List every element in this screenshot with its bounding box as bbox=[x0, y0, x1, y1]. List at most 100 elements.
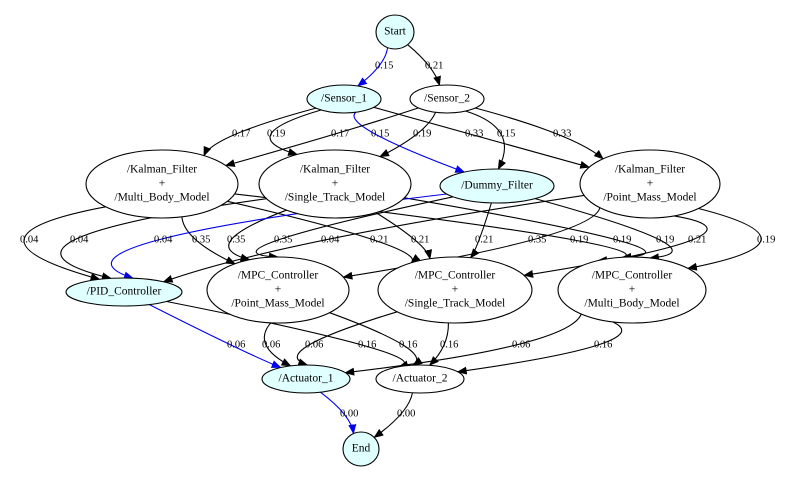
edge-mpc_pm-to-act_2 bbox=[329, 312, 423, 366]
node-label-kf-st-line-0: /Kalman_Filter bbox=[300, 164, 370, 176]
edge-label-mpc_st-to-act_2: 0.16 bbox=[440, 339, 458, 350]
edge-sensor_1-to-kf_pm bbox=[373, 106, 591, 169]
edge-pid-to-act_1 bbox=[149, 304, 282, 369]
edge-dummy-to-mpc_pm bbox=[255, 196, 454, 261]
edge-act_2-to-end bbox=[373, 392, 414, 438]
node-label-act-2-line-0: /Actuator_2 bbox=[393, 373, 448, 385]
node-label-pid-line-0: /PID_Controller bbox=[87, 286, 162, 298]
edge-label-kf_pm-to-pid: 0.04 bbox=[321, 234, 340, 245]
edge-label-kf_mb-to-mpc_pm: 0.35 bbox=[192, 234, 210, 245]
edge-label-start-to-sensor_2: 0.21 bbox=[425, 60, 443, 71]
edge-label-sensor_1-to-kf_pm: 0.33 bbox=[465, 128, 483, 139]
edge-label-sensor_2-to-dummy: 0.15 bbox=[497, 128, 515, 139]
edge-kf_st-to-mpc_st bbox=[375, 212, 433, 260]
edge-label-kf_st-to-mpc_st: 0.21 bbox=[411, 234, 429, 245]
edge-label-act_1-to-end: 0.00 bbox=[340, 408, 358, 419]
node-shape-act-2 bbox=[375, 364, 465, 394]
node-label-mpc-mb-line-2: /Multi_Body_Model bbox=[584, 298, 679, 310]
edge-mpc_mb-to-act_1 bbox=[344, 313, 582, 376]
edge-start-to-sensor_1 bbox=[357, 47, 389, 87]
node-label-sensor-1-line-0: /Sensor_1 bbox=[321, 93, 367, 105]
edge-label-act_2-to-end: 0.00 bbox=[397, 408, 415, 419]
edge-kf_mb-to-mpc_pm bbox=[181, 216, 236, 265]
edge-kf_mb-to-pid bbox=[23, 206, 106, 281]
node-end: End bbox=[342, 431, 380, 467]
edge-label-kf_mb-to-pid: 0.04 bbox=[20, 234, 39, 245]
edge-sensor_2-to-kf_mb bbox=[224, 107, 419, 167]
edge-label-mpc_mb-to-act_1: 0.06 bbox=[512, 339, 530, 350]
node-label-mpc-st-line-0: /MPC_Controller bbox=[415, 270, 496, 282]
node-label-mpc-pm-line-0: /MPC_Controller bbox=[238, 270, 319, 282]
node-shape-end bbox=[342, 431, 380, 467]
edge-label-pid-to-act_2: 0.16 bbox=[358, 339, 376, 350]
edge-label-sensor_2-to-kf_pm: 0.33 bbox=[553, 128, 571, 139]
edge-label-mpc_st-to-act_1: 0.06 bbox=[305, 339, 323, 350]
node-label-mpc-st-line-1: + bbox=[452, 284, 459, 296]
node-act-2: /Actuator_2 bbox=[375, 364, 465, 394]
edge-kf_pm-to-mpc_mb bbox=[686, 207, 762, 271]
edge-mpc_pm-to-act_1 bbox=[263, 322, 292, 367]
node-label-dummy-line-0: /Dummy_Filter bbox=[461, 180, 533, 192]
node-shape-kf-st bbox=[258, 149, 412, 219]
edge-label-dummy-to-mpc_pm: 0.35 bbox=[274, 234, 292, 245]
node-label-kf-pm-line-0: /Kalman_Filter bbox=[615, 164, 685, 176]
node-label-kf-pm-line-2: /Point_Mass_Model bbox=[603, 192, 696, 204]
node-label-mpc-pm-line-2: /Point_Mass_Model bbox=[231, 298, 324, 310]
edge-kf_pm-to-pid bbox=[162, 194, 585, 283]
node-shape-pid bbox=[65, 277, 183, 307]
edge-label-kf_mb-to-mpc_mb: 0.19 bbox=[570, 234, 588, 245]
edge-mpc_st-to-act_1 bbox=[296, 311, 398, 367]
node-sensor-1: /Sensor_1 bbox=[306, 84, 382, 114]
edge-sensor_1-to-dummy bbox=[353, 111, 466, 173]
edge-label-sensor_1-to-kf_mb: 0.17 bbox=[232, 128, 250, 139]
edge-mpc_st-to-act_2 bbox=[428, 322, 449, 367]
edge-sensor_1-to-kf_mb bbox=[203, 107, 317, 157]
node-label-kf-mb-line-1: + bbox=[159, 178, 166, 190]
node-shape-sensor-2 bbox=[409, 84, 485, 114]
node-shape-sensor-1 bbox=[306, 84, 382, 114]
node-shape-mpc-st bbox=[377, 256, 533, 324]
edge-label-sensor_1-to-kf_st: 0.19 bbox=[267, 128, 285, 139]
node-shape-kf-pm bbox=[579, 149, 721, 219]
edge-act_1-to-end bbox=[320, 391, 357, 435]
edge-label-pid-to-act_1: 0.06 bbox=[227, 339, 245, 350]
edge-label-kf_pm-to-mpc_st: 0.21 bbox=[688, 234, 706, 245]
node-label-kf-st-line-2: /Single_Track_Model bbox=[285, 192, 386, 204]
edge-label-start-to-sensor_1: 0.15 bbox=[375, 60, 393, 71]
node-label-kf-pm-line-1: + bbox=[647, 178, 654, 190]
node-label-kf-mb-line-0: /Kalman_Filter bbox=[127, 164, 197, 176]
node-label-mpc-mb-line-1: + bbox=[629, 284, 636, 296]
node-kf-pm: /Kalman_Filter + /Point_Mass_Model bbox=[579, 149, 721, 219]
edge-label-mpc_pm-to-act_2: 0.16 bbox=[399, 339, 417, 350]
node-label-kf-st-line-1: + bbox=[332, 178, 339, 190]
edge-start-to-sensor_2 bbox=[407, 44, 441, 87]
node-label-sensor-2-line-0: /Sensor_2 bbox=[424, 93, 470, 105]
edge-label-kf_st-to-pid: 0.04 bbox=[70, 234, 89, 245]
edge-kf_mb-to-mpc_st bbox=[227, 200, 421, 264]
edge-sensor_1-to-kf_st bbox=[269, 109, 322, 156]
edge-label-sensor_1-to-dummy: 0.15 bbox=[371, 128, 389, 139]
node-shape-start bbox=[375, 14, 415, 50]
edge-label-mpc_pm-to-act_1: 0.06 bbox=[262, 339, 280, 350]
node-pid: /PID_Controller bbox=[65, 277, 183, 307]
edge-label-sensor_2-to-kf_st: 0.19 bbox=[413, 128, 431, 139]
edge-label-kf_pm-to-mpc_mb: 0.19 bbox=[757, 234, 775, 245]
node-mpc-mb: /MPC_Controller+/Multi_Body_Model bbox=[557, 256, 707, 324]
edge-label-dummy-to-pid: 0.04 bbox=[154, 234, 173, 245]
node-label-mpc-pm-line-1: + bbox=[275, 284, 282, 296]
edge-sensor_2-to-dummy bbox=[465, 110, 507, 170]
edge-label-dummy-to-mpc_st: 0.21 bbox=[475, 234, 493, 245]
node-shape-act-1 bbox=[261, 364, 351, 394]
node-mpc-pm: /MPC_Controller + /Point_Mass_Model bbox=[206, 256, 350, 324]
edge-label-kf_st-to-mpc_pm: 0.35 bbox=[227, 234, 245, 245]
edge-label-mpc_mb-to-act_2: 0.16 bbox=[594, 339, 612, 350]
node-label-end-line-0: End bbox=[352, 443, 371, 455]
node-shape-kf-mb bbox=[85, 149, 239, 219]
node-label-kf-mb-line-2: /Multi_Body_Model bbox=[114, 192, 209, 204]
node-kf-st: /Kalman_Filter + /Single_Track_Model bbox=[258, 149, 412, 219]
node-shape-mpc-mb bbox=[557, 256, 707, 324]
edge-dummy-to-mpc_mb bbox=[534, 198, 673, 262]
edge-label-kf_st-to-mpc_mb: 0.19 bbox=[613, 234, 631, 245]
